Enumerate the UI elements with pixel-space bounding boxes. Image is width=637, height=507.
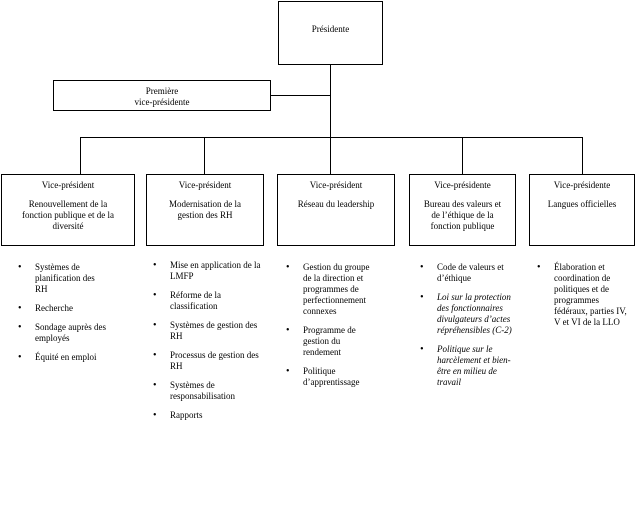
vp-unit-line: diversité bbox=[52, 221, 84, 231]
connector-vp-4 bbox=[462, 137, 463, 174]
list-item: Systèmes de planification des RH bbox=[18, 262, 108, 295]
list-item: Systèmes de responsabilisation bbox=[153, 380, 263, 402]
list-item: Recherche bbox=[18, 303, 108, 314]
vp-3-responsibilities: Gestion du groupe de la direction et pro… bbox=[286, 262, 378, 396]
vp-title: Vice-présidente bbox=[434, 180, 491, 190]
president-box: Présidente bbox=[278, 1, 383, 65]
first-vp-title-line-1: Première bbox=[145, 86, 179, 96]
vp-title: Vice-présidente bbox=[553, 180, 611, 190]
connector-vp-5 bbox=[582, 137, 583, 174]
connector-vp-2 bbox=[204, 137, 205, 174]
vp-unit-line: de l’éthique de la bbox=[431, 210, 494, 220]
list-item: Programme de gestion du rendement bbox=[286, 325, 378, 358]
list-item: Mise en application de la LMFP bbox=[153, 260, 263, 282]
vp-2-responsibilities: Mise en application de la LMFP Réforme d… bbox=[153, 260, 263, 429]
list-item: Politique sur le harcèlement et bien-êtr… bbox=[420, 344, 516, 388]
list-item: Équité en emploi bbox=[18, 352, 108, 363]
list-item: Réforme de la classification bbox=[153, 290, 263, 312]
vp-title: Vice-président bbox=[41, 180, 95, 190]
first-vp-box: Première vice-présidente bbox=[53, 80, 271, 111]
connector-vp-1 bbox=[80, 137, 81, 174]
connector-horizontal-bar bbox=[80, 137, 582, 138]
list-item: Élaboration et coordination de politique… bbox=[537, 262, 629, 328]
list-item: Systèmes de gestion des RH bbox=[153, 320, 263, 342]
vp-title: Vice-président bbox=[178, 180, 232, 190]
connector-first-vp bbox=[271, 95, 330, 96]
president-title: Présidente bbox=[311, 24, 350, 34]
vp-title: Vice-président bbox=[309, 180, 363, 190]
vp-1-responsibilities: Systèmes de planification des RH Recherc… bbox=[18, 262, 108, 371]
vp-unit-line: Modernisation de la bbox=[169, 199, 241, 209]
vp-unit-line: Bureau des valeurs et bbox=[423, 199, 502, 209]
vp-box-langues-officielles: Vice-présidente Langues officielles bbox=[529, 174, 635, 246]
vp-box-leadership: Vice-président Réseau du leadership bbox=[277, 174, 395, 246]
vp-box-modernisation: Vice-président Modernisation de la gesti… bbox=[146, 174, 264, 246]
list-item: Loi sur la protection des fonctionnaires… bbox=[420, 292, 516, 336]
list-item: Code de valeurs et d’éthique bbox=[420, 262, 516, 284]
vp-unit-line: fonction publique et de la bbox=[22, 210, 114, 220]
list-item: Rapports bbox=[153, 410, 263, 421]
vp-unit-line: gestion des RH bbox=[177, 210, 233, 220]
vp-unit-line: Renouvellement de la bbox=[28, 199, 108, 209]
connector-president-down bbox=[330, 64, 331, 137]
vp-5-responsibilities: Élaboration et coordination de politique… bbox=[537, 262, 629, 336]
list-item: Politique d’apprentissage bbox=[286, 366, 378, 388]
vp-unit-line: fonction publique bbox=[430, 221, 495, 231]
vp-4-responsibilities: Code de valeurs et d’éthique Loi sur la … bbox=[420, 262, 516, 396]
first-vp-title-line-2: vice-présidente bbox=[134, 97, 190, 107]
list-item: Sondage auprès des employés bbox=[18, 322, 108, 344]
connector-vp-3 bbox=[330, 137, 331, 174]
vp-unit-line: Réseau du leadership bbox=[297, 199, 375, 209]
vp-unit-line: Langues officielles bbox=[547, 199, 617, 209]
list-item: Gestion du groupe de la direction et pro… bbox=[286, 262, 378, 317]
vp-box-renouvellement: Vice-président Renouvellement de la fonc… bbox=[1, 174, 135, 246]
vp-box-valeurs-ethique: Vice-présidente Bureau des valeurs et de… bbox=[409, 174, 516, 246]
list-item: Processus de gestion des RH bbox=[153, 350, 263, 372]
